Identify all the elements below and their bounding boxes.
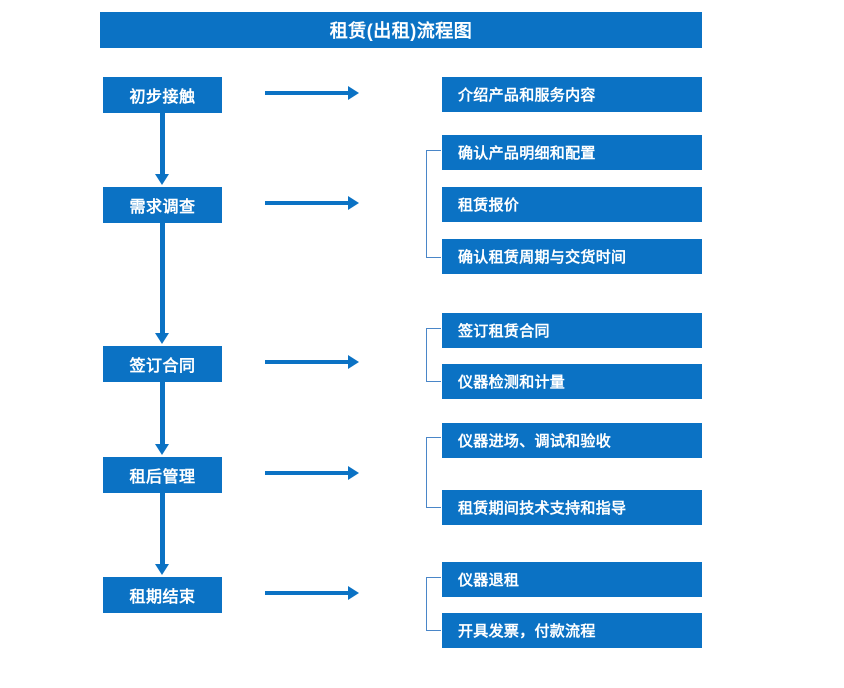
arrow-management-to-end [155, 492, 170, 575]
arrow-contact-to-details [265, 86, 359, 100]
arrow-contract-to-management [155, 381, 170, 455]
detail-box-technical-support[interactable]: 租赁期间技术支持和指导 [442, 490, 702, 525]
arrow-head [155, 174, 169, 185]
page-title: 租赁(出租)流程图 [100, 12, 702, 48]
arrow-shaft [160, 381, 165, 444]
detail-box-introduce-products[interactable]: 介绍产品和服务内容 [442, 77, 702, 112]
bracket-survey-group [426, 150, 441, 258]
arrow-end-to-details [265, 586, 359, 600]
stage-box-requirement-survey[interactable]: 需求调查 [103, 187, 222, 223]
stage-box-sign-contract[interactable]: 签订合同 [103, 346, 222, 382]
arrow-shaft [265, 360, 349, 364]
bracket-management-group [426, 437, 441, 508]
arrow-shaft [160, 492, 165, 564]
arrow-head [155, 333, 169, 344]
arrow-shaft [265, 91, 349, 95]
stage-box-rental-end[interactable]: 租期结束 [103, 577, 222, 613]
stage-box-post-rental-management[interactable]: 租后管理 [103, 457, 222, 493]
stage-box-initial-contact[interactable]: 初步接触 [103, 77, 222, 113]
detail-box-confirm-product-details[interactable]: 确认产品明细和配置 [442, 135, 702, 170]
arrow-contract-to-details [265, 355, 359, 369]
arrow-head [348, 355, 359, 369]
arrow-shaft [265, 591, 349, 595]
arrow-survey-to-contract [155, 222, 170, 344]
arrow-shaft [160, 113, 165, 174]
arrow-head [348, 86, 359, 100]
arrow-head [348, 196, 359, 210]
arrow-shaft [160, 222, 165, 333]
arrow-head [155, 444, 169, 455]
detail-box-invoice-payment[interactable]: 开具发票，付款流程 [442, 613, 702, 648]
detail-box-rental-quotation[interactable]: 租赁报价 [442, 187, 702, 222]
bracket-end-group [426, 577, 441, 631]
detail-box-sign-rental-contract[interactable]: 签订租赁合同 [442, 313, 702, 348]
arrow-head [348, 466, 359, 480]
detail-box-instrument-onsite-commissioning[interactable]: 仪器进场、调试和验收 [442, 423, 702, 458]
arrow-head [348, 586, 359, 600]
arrow-shaft [265, 201, 349, 205]
bracket-contract-group [426, 328, 441, 382]
arrow-shaft [265, 471, 349, 475]
arrow-contact-to-survey [155, 113, 170, 185]
detail-box-instrument-return[interactable]: 仪器退租 [442, 562, 702, 597]
detail-box-instrument-inspection[interactable]: 仪器检测和计量 [442, 364, 702, 399]
detail-box-confirm-rental-period[interactable]: 确认租赁周期与交货时间 [442, 239, 702, 274]
arrow-survey-to-details [265, 196, 359, 210]
arrow-management-to-details [265, 466, 359, 480]
arrow-head [155, 564, 169, 575]
